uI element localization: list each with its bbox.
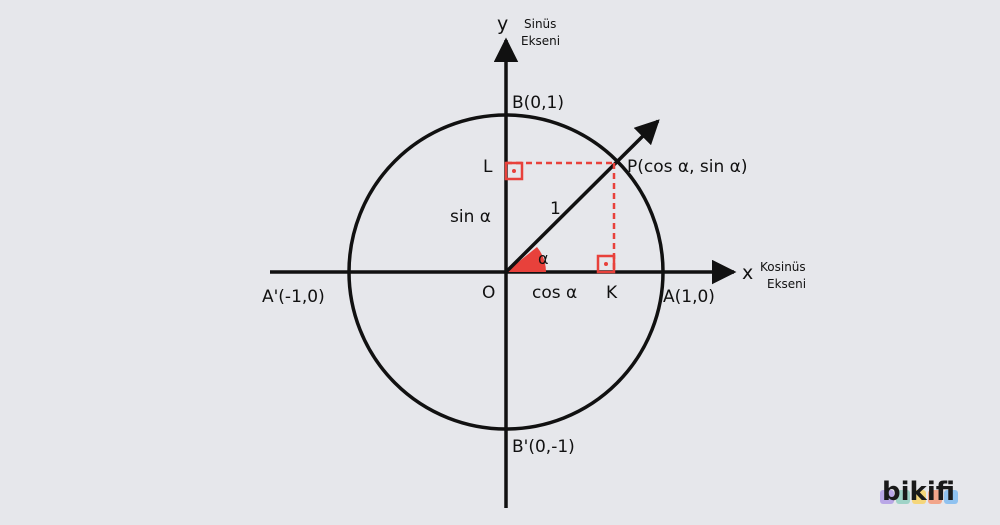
cosine-axis-title-2: Ekseni: [767, 277, 806, 291]
origin-label: O: [482, 283, 495, 303]
right-angle-mark-k: [596, 254, 616, 274]
point-a-prime-label: A'(-1,0): [262, 287, 325, 307]
bikifi-logo: bikifi: [880, 477, 958, 507]
cos-length-label: cos α: [532, 283, 577, 303]
radius-label: 1: [550, 199, 561, 219]
cosine-axis-title-1: Kosinüs: [760, 260, 806, 274]
sine-axis-title-2: Ekseni: [521, 34, 560, 48]
point-k-label: K: [606, 283, 618, 303]
sin-length-label: sin α: [450, 207, 491, 227]
point-b-prime-label: B'(0,-1): [512, 437, 575, 457]
point-p-label: P(cos α, sin α): [627, 157, 748, 177]
logo-text: bikifi: [882, 477, 955, 507]
y-axis-label: y: [497, 13, 508, 35]
point-l-label: L: [483, 157, 493, 177]
right-angle-mark-l: [504, 161, 524, 181]
radius-ray: [504, 119, 660, 274]
point-a-label: A(1,0): [663, 287, 715, 307]
sine-axis-title-1: Sinüs: [524, 17, 556, 31]
angle-label: α: [538, 249, 549, 268]
x-axis-label: x: [742, 262, 753, 284]
point-b-label: B(0,1): [512, 93, 564, 113]
angle-wedge: [506, 247, 546, 272]
